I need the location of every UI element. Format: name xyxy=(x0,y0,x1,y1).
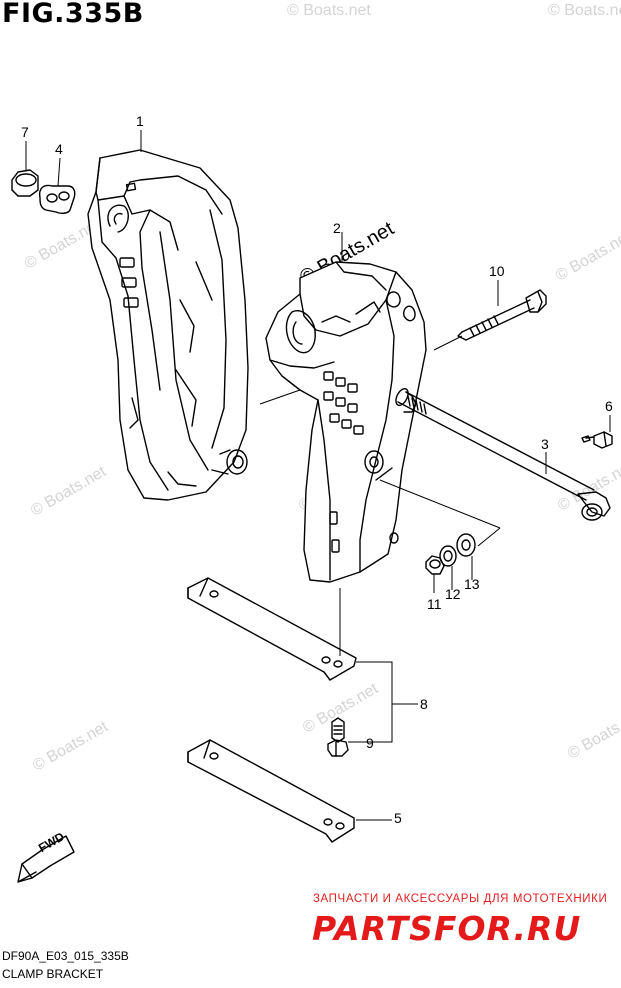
callout-1: 1 xyxy=(136,113,144,129)
bolt-part-10[interactable] xyxy=(457,289,547,341)
tilt-tube-part-3[interactable] xyxy=(393,387,611,521)
spacer-plate-part-8[interactable] xyxy=(187,577,357,681)
callout-8: 8 xyxy=(420,696,428,712)
callout-2: 2 xyxy=(333,220,341,236)
nut-part-11[interactable] xyxy=(425,555,445,575)
callout-13: 13 xyxy=(464,576,480,592)
callout-5: 5 xyxy=(394,810,402,826)
figure-title: FIG.335B xyxy=(2,0,144,29)
watermark: © Boats.net xyxy=(287,2,371,19)
leader-lines xyxy=(25,130,611,821)
nut-part-7[interactable] xyxy=(11,169,39,197)
callout-12: 12 xyxy=(445,586,461,602)
plate-part-5[interactable] xyxy=(187,739,355,843)
clamp-bracket-part-2[interactable] xyxy=(265,261,427,583)
bolt-part-6[interactable] xyxy=(581,431,613,449)
shop-logo: PARTSFOR.RU xyxy=(312,909,582,948)
callout-10: 10 xyxy=(489,263,505,279)
callout-7: 7 xyxy=(21,124,29,140)
callout-6: 6 xyxy=(605,398,613,414)
forward-arrow-icon xyxy=(17,835,75,883)
washer-part-13[interactable] xyxy=(456,533,476,557)
bolt-part-9[interactable] xyxy=(327,717,349,757)
washer-part-12[interactable] xyxy=(439,545,457,567)
callout-4: 4 xyxy=(55,141,63,157)
clamp-bracket-part-1[interactable] xyxy=(87,149,249,501)
diagram-name: CLAMP BRACKET xyxy=(2,967,104,981)
shop-caption: ЗАПЧАСТИ И АКСЕССУАРЫ ДЛЯ МОТОТЕХНИКИ xyxy=(313,893,608,905)
callout-9: 9 xyxy=(366,735,374,751)
callout-11: 11 xyxy=(427,596,442,612)
plate-part-4[interactable] xyxy=(38,184,76,215)
callout-3: 3 xyxy=(541,436,549,452)
diagram-code: DF90A_E03_015_335B xyxy=(2,949,129,963)
watermark: © Boats.net xyxy=(548,2,621,19)
